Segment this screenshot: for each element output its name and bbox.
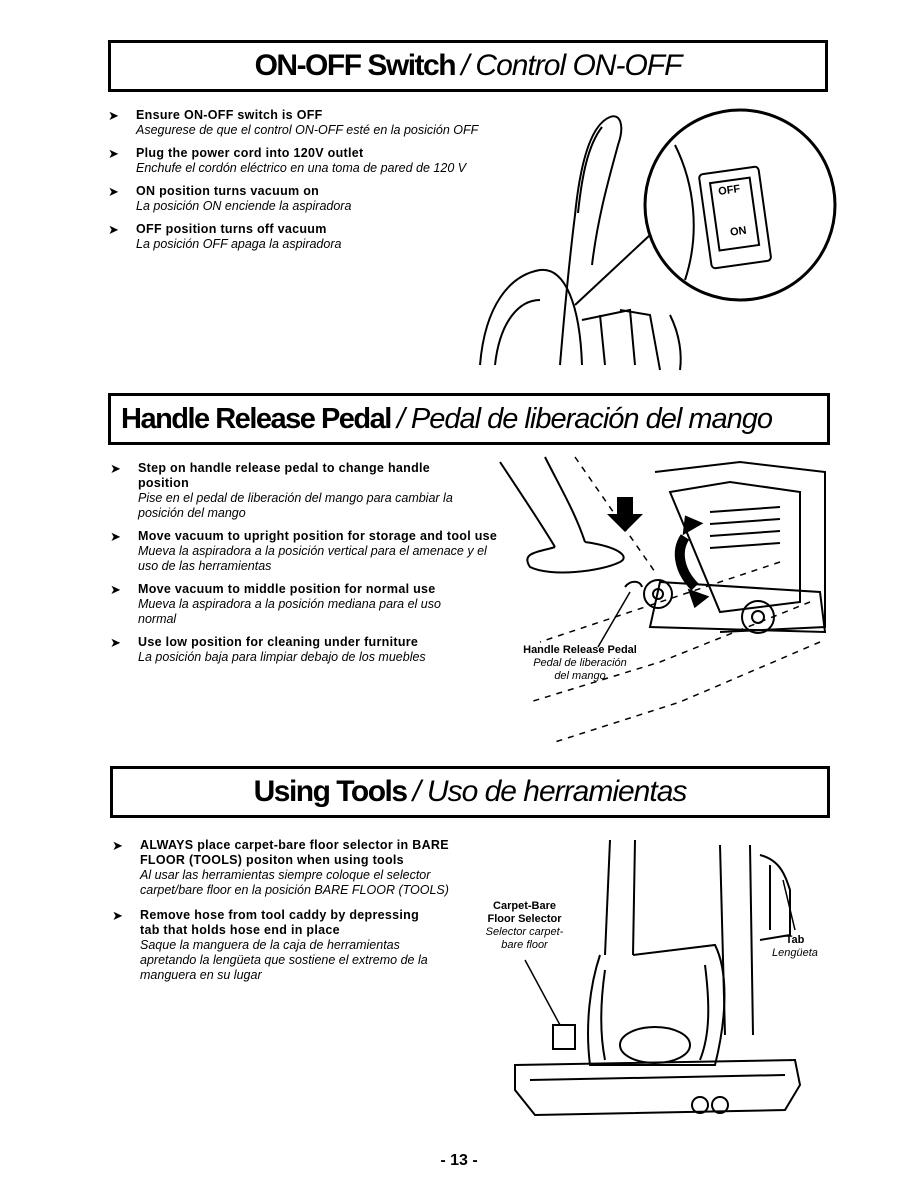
instruction-en: Move vacuum to middle position for norma… <box>138 582 436 596</box>
instruction-en: ON position turns vacuum on <box>136 184 320 198</box>
instruction-es: Mueva la aspiradora a la posición median… <box>138 597 441 626</box>
bullet-arrow-icon: ➤ <box>108 222 119 237</box>
bullet-arrow-icon: ➤ <box>112 838 123 853</box>
instruction-en: Remove hose from tool caddy by depressin… <box>140 908 420 937</box>
tab-callout: Tab Lengüeta <box>755 934 835 960</box>
switch-off-label: OFF <box>718 183 742 198</box>
handle-release-instructions-list: ➤ Step on handle release pedal to change… <box>110 461 520 673</box>
instruction-es: Saque la manguera de la caja de herramie… <box>140 938 428 982</box>
section-title-box-using-tools: Using Tools/Uso de herramientas <box>110 766 830 818</box>
list-item: ➤ Ensure ON-OFF switch is OFF Asegurese … <box>108 108 548 138</box>
section-title-box-handle-release: Handle Release Pedal/Pedal de liberación… <box>108 393 830 445</box>
instruction-en: Move vacuum to upright position for stor… <box>138 529 498 543</box>
callout-en-line2: Floor Selector <box>487 913 562 925</box>
callout-en: Handle Release Pedal <box>523 644 637 656</box>
handle-release-pedal-illustration <box>499 456 827 743</box>
instruction-en: ALWAYS place carpet-bare floor selector … <box>140 838 449 867</box>
using-tools-illustration <box>514 839 802 1117</box>
instruction-en: OFF position turns off vacuum <box>136 222 327 236</box>
bullet-arrow-icon: ➤ <box>108 184 119 199</box>
section-title-en: Using Tools <box>253 775 408 808</box>
bullet-arrow-icon: ➤ <box>108 108 119 123</box>
list-item: ➤ Remove hose from tool caddy by depress… <box>112 908 457 983</box>
instruction-es: Enchufe el cordón eléctrico en una toma … <box>136 161 467 175</box>
switch-on-label: ON <box>729 225 747 239</box>
callout-es-line1: Selector carpet- <box>485 926 564 938</box>
section-title-es: Control ON-OFF <box>475 49 682 82</box>
section-title-en: ON-OFF Switch <box>254 49 457 82</box>
instruction-en: Step on handle release pedal to change h… <box>138 461 431 490</box>
page-number: - 13 - <box>440 1152 478 1169</box>
list-item: ➤ ALWAYS place carpet-bare floor selecto… <box>112 838 457 898</box>
instruction-en: Plug the power cord into 120V outlet <box>136 146 364 160</box>
callout-es-line1: Pedal de liberación <box>533 657 627 669</box>
bullet-arrow-icon: ➤ <box>108 146 119 161</box>
using-tools-instructions-list: ➤ ALWAYS place carpet-bare floor selecto… <box>112 838 457 991</box>
instruction-en: Use low position for cleaning under furn… <box>138 635 419 649</box>
bullet-arrow-icon: ➤ <box>110 582 121 597</box>
section-title-es: Pedal de liberación del mango <box>410 402 773 435</box>
callout-es-line2: bare floor <box>501 939 548 951</box>
section-title-box-on-off: ON-OFF Switch/Control ON-OFF <box>108 40 828 92</box>
callout-es: Lengüeta <box>772 947 818 959</box>
section-title-en: Handle Release Pedal <box>121 402 392 435</box>
bullet-arrow-icon: ➤ <box>110 529 121 544</box>
list-item: ➤ Move vacuum to upright position for st… <box>110 529 520 574</box>
handle-release-pedal-callout: Handle Release Pedal Pedal de liberación… <box>510 644 650 683</box>
list-item: ➤ OFF position turns off vacuum La posic… <box>108 222 548 252</box>
title-separator: / <box>412 775 421 808</box>
bullet-arrow-icon: ➤ <box>110 635 121 650</box>
list-item: ➤ ON position turns vacuum on La posició… <box>108 184 548 214</box>
instruction-es: La posición ON enciende la aspiradora <box>136 199 352 213</box>
list-item: ➤ Plug the power cord into 120V outlet E… <box>108 146 548 176</box>
instruction-es: Al usar las herramientas siempre coloque… <box>140 868 449 897</box>
callout-en: Tab <box>785 934 805 946</box>
title-separator: / <box>396 402 405 435</box>
list-item: ➤ Use low position for cleaning under fu… <box>110 635 520 665</box>
instruction-es: Pise en el pedal de liberación del mango… <box>138 491 453 520</box>
instruction-en: Ensure ON-OFF switch is OFF <box>136 108 323 122</box>
section-title-es: Uso de herramientas <box>426 775 687 808</box>
carpet-bare-floor-selector-callout: Carpet-Bare Floor Selector Selector carp… <box>472 900 577 952</box>
list-item: ➤ Move vacuum to middle position for nor… <box>110 582 520 627</box>
on-off-instructions-list: ➤ Ensure ON-OFF switch is OFF Asegurese … <box>108 108 548 260</box>
instruction-es: La posición baja para limpiar debajo de … <box>138 650 426 664</box>
instruction-es: La posición OFF apaga la aspiradora <box>136 237 342 251</box>
instruction-es: Asegurese de que el control ON-OFF esté … <box>136 123 479 137</box>
callout-es-line2: del mango <box>554 670 606 682</box>
bullet-arrow-icon: ➤ <box>112 908 123 923</box>
title-separator: / <box>461 49 470 82</box>
bullet-arrow-icon: ➤ <box>110 461 121 476</box>
on-off-switch-illustration: OFF ON <box>479 108 837 371</box>
list-item: ➤ Step on handle release pedal to change… <box>110 461 520 521</box>
callout-en-line1: Carpet-Bare <box>493 900 556 912</box>
instruction-es: Mueva la aspiradora a la posición vertic… <box>138 544 487 573</box>
